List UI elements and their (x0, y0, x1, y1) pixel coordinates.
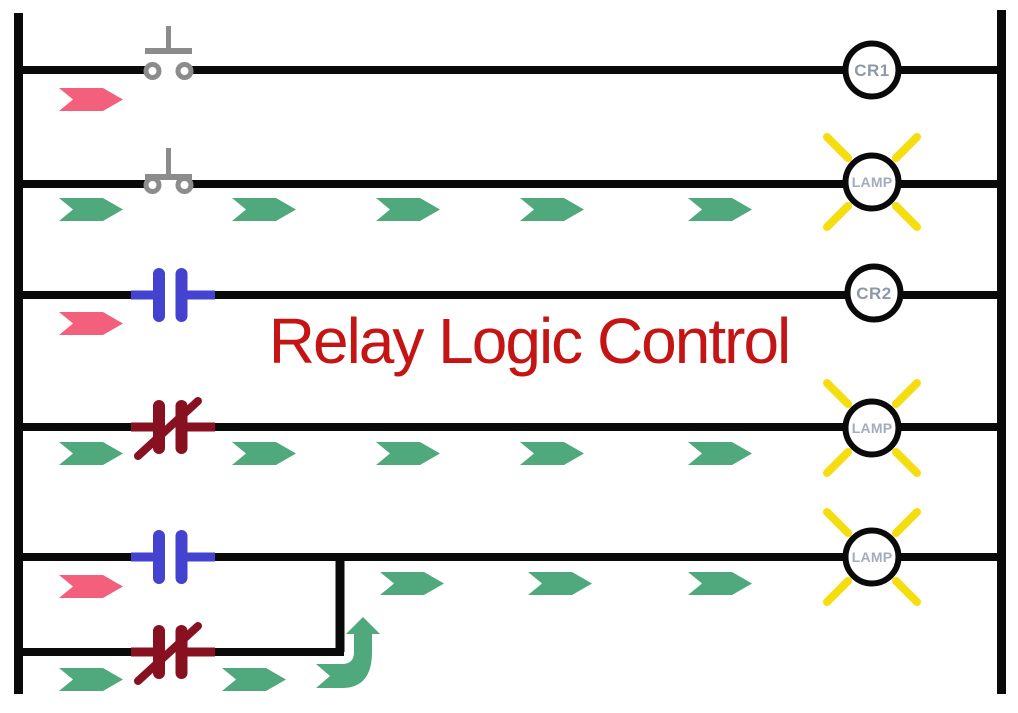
pushbutton-released-icon (143, 26, 194, 80)
no-contact-open-icon (131, 530, 215, 584)
relay-coil-cr1: CR1 (842, 40, 902, 100)
nc-contact-closed-icon (131, 397, 215, 460)
flow-arrow (59, 198, 123, 221)
lamp-lit-icon: LAMP (823, 133, 921, 231)
flow-arrow-curved-up (316, 617, 380, 688)
flow-arrow (222, 668, 286, 691)
flow-arrow (688, 442, 752, 465)
coil-label: CR2 (856, 284, 892, 303)
no-contact-open-icon (131, 268, 215, 322)
rung-3: CR2 (22, 263, 1000, 335)
flow-arrow (688, 572, 752, 595)
flow-arrow (528, 572, 592, 595)
rung-2: LAMP (22, 133, 1000, 231)
flow-arrow (59, 668, 123, 691)
flow-arrow (520, 198, 584, 221)
flow-arrow (232, 442, 296, 465)
flow-arrow (59, 442, 123, 465)
nc-contact-closed-icon (131, 622, 215, 685)
flow-arrow (376, 442, 440, 465)
rung-5: LAMP (22, 508, 1000, 691)
lamp-lit-icon: LAMP (823, 508, 921, 606)
rung-1: CR1 (22, 26, 1000, 111)
no-flow-arrow (59, 88, 123, 111)
coil-label: CR1 (854, 61, 890, 80)
diagram-title: Relay Logic Control (269, 305, 790, 377)
lamp-label: LAMP (852, 549, 892, 565)
no-flow-arrow (59, 575, 123, 598)
rung-5-branch (22, 557, 380, 691)
lamp-label: LAMP (852, 420, 892, 436)
lamp-label: LAMP (852, 174, 892, 190)
pushbutton-pressed-icon (143, 148, 194, 194)
flow-arrow (520, 442, 584, 465)
lamp-lit-icon: LAMP (823, 379, 921, 477)
flow-arrow (380, 572, 444, 595)
flow-arrow (688, 198, 752, 221)
flow-arrow (232, 198, 296, 221)
flow-arrow (376, 198, 440, 221)
relay-coil-cr2: CR2 (844, 263, 904, 323)
rung-4: LAMP (22, 379, 1000, 477)
no-flow-arrow (59, 312, 123, 335)
